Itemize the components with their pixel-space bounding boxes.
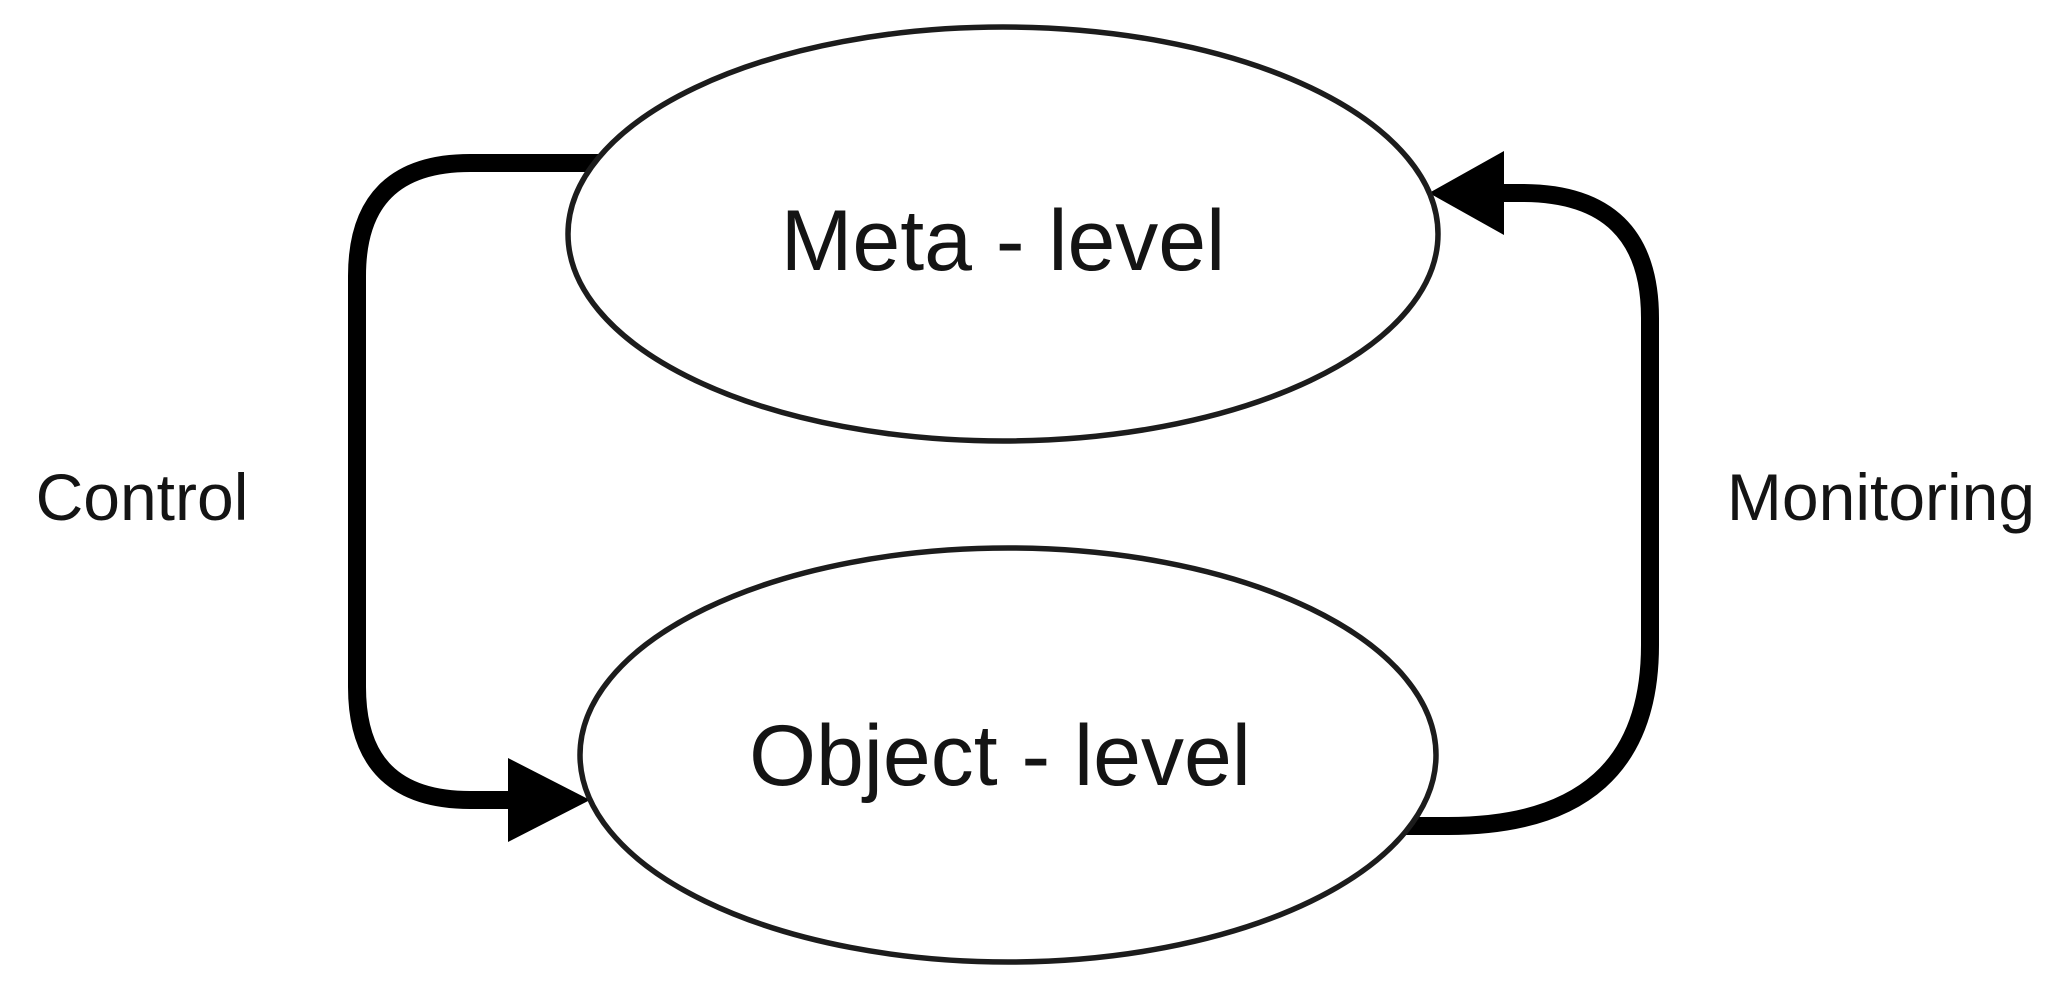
- meta-level-label: Meta - level: [781, 193, 1226, 289]
- monitoring-edge-label: Monitoring: [1727, 460, 2035, 534]
- meta-level-node: [565, 24, 1441, 444]
- control-edge-label: Control: [36, 460, 249, 534]
- monitoring-arrow-shaft: [1392, 184, 1659, 835]
- object-level-label: Object - level: [749, 708, 1251, 804]
- control-arrow-shaft: [348, 154, 615, 809]
- object-level-node: [577, 545, 1439, 965]
- control-arrow: [348, 154, 615, 842]
- monitoring-arrowhead-icon: [1429, 151, 1504, 235]
- monitoring-arrow: [1392, 151, 1659, 835]
- control-arrowhead-icon: [508, 758, 590, 842]
